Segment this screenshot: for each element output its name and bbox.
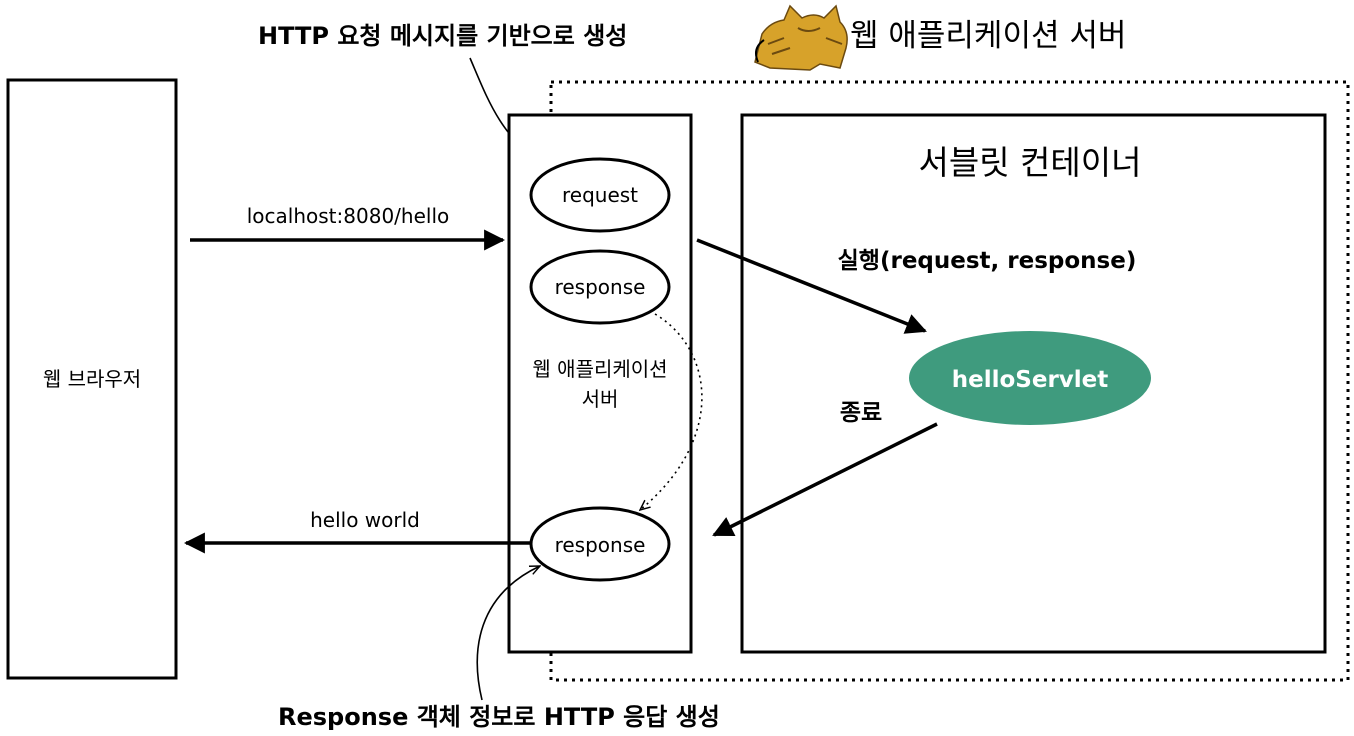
response-out-label: response	[555, 533, 646, 557]
tomcat-logo	[754, 4, 848, 71]
request-object: request	[529, 157, 671, 233]
request-label: request	[562, 183, 638, 207]
request-ellipse	[529, 157, 671, 233]
end-label: 종료	[840, 400, 882, 426]
annotation-bottom: Response 객체 정보로 HTTP 응답 생성	[278, 703, 720, 731]
response-ellipse	[529, 249, 671, 325]
end-arrow	[712, 422, 938, 537]
web-browser-label: 웹 브라우저	[43, 367, 141, 391]
response-out-object: response	[529, 506, 671, 582]
response-out-ellipse	[529, 506, 671, 582]
servlet-container-label: 서블릿 컨테이너	[918, 143, 1141, 182]
response-transfer-dotted-arrow	[640, 313, 703, 510]
request-url-label: localhost:8080/hello	[247, 204, 449, 228]
was-inner-label-line2: 서버	[582, 387, 619, 411]
was-inner-label-line1: 웹 애플리케이션	[532, 357, 667, 381]
hello-servlet-ellipse	[909, 331, 1151, 425]
annotation-top: HTTP 요청 메시지를 기반으로 생성	[258, 22, 627, 50]
web-browser: 웹 브라우저	[6, 78, 178, 680]
hello-servlet: helloServlet	[909, 331, 1151, 425]
web-browser-box	[6, 78, 178, 680]
annotation-bottom-pointer	[476, 566, 540, 701]
response-label: response	[555, 275, 646, 299]
hello-servlet-label: helloServlet	[952, 367, 1109, 393]
execute-label: 실행(request, response)	[838, 248, 1137, 274]
execute-arrow	[696, 238, 927, 334]
was-title: 웹 애플리케이션 서버	[850, 18, 1126, 54]
response-text-label: hello world	[310, 508, 420, 532]
response-object: response	[529, 249, 671, 325]
